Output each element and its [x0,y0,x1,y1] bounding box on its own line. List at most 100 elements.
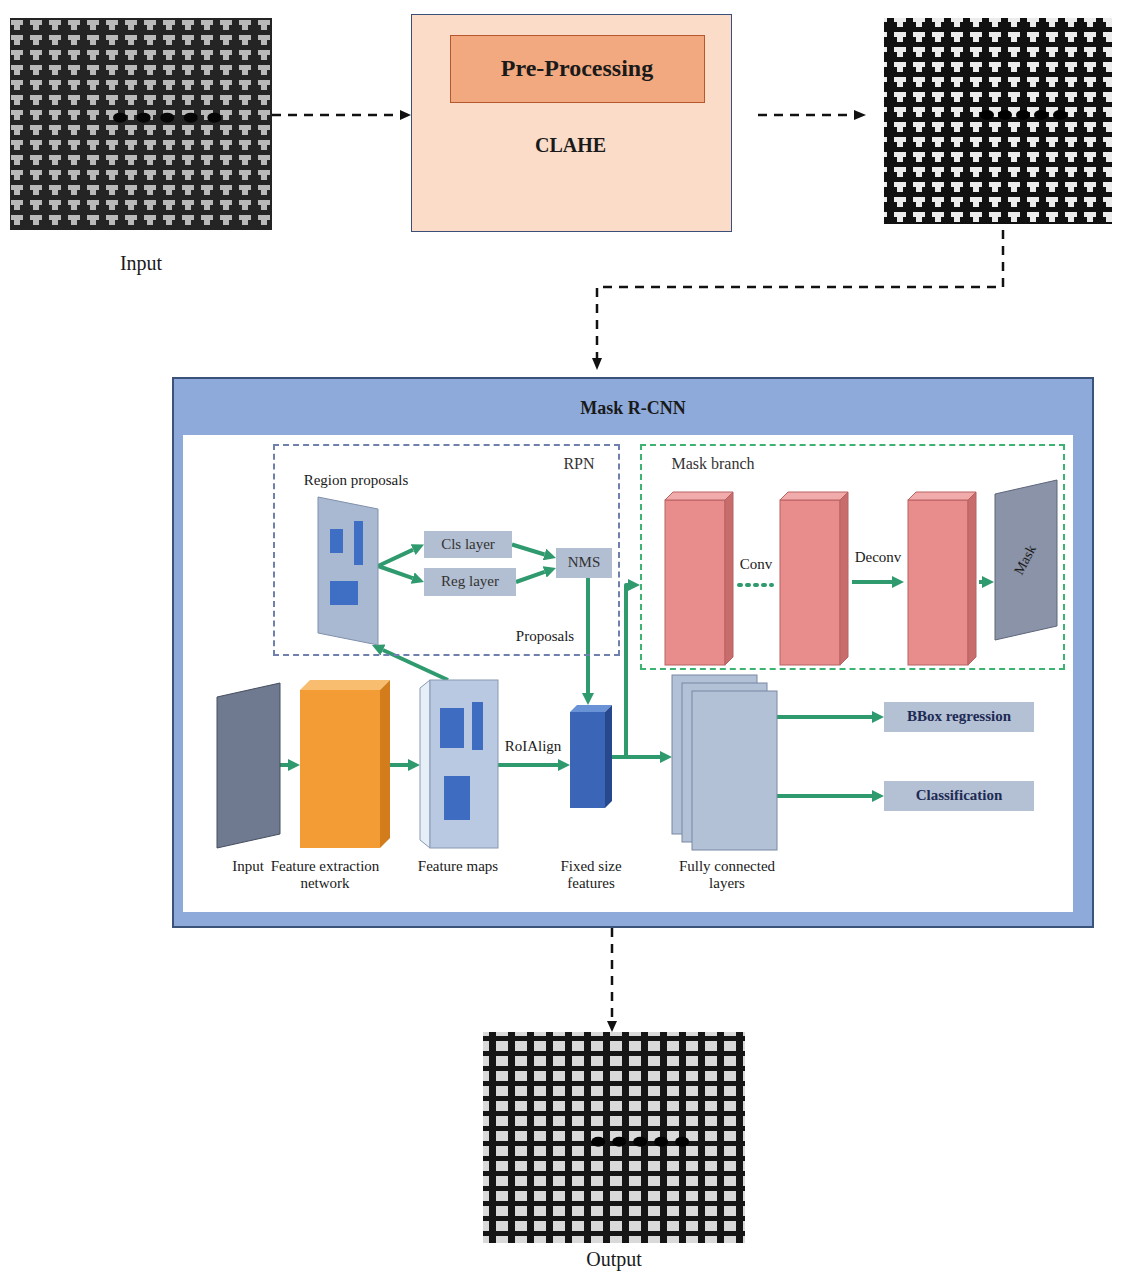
defect-spot [980,110,994,120]
connector [272,114,400,117]
connector [516,572,545,582]
defect-spot [591,1137,605,1147]
proposal-map: Region proposals [318,497,378,645]
connector [586,578,590,693]
node-label: BBox regression [907,708,1011,725]
box3d-shape [300,680,390,848]
backbone-block: Feature extraction network [300,680,390,848]
defect-spot [137,113,151,123]
feature-region [440,708,464,748]
panel [217,683,280,848]
panel [318,497,378,645]
dashed-arrow [597,230,1003,358]
connector [612,755,660,759]
defect-spot [1053,110,1067,120]
processed-image [884,18,1112,224]
mask-rcnn-fill [172,377,1094,928]
fabric-texture [483,1032,745,1243]
box-top [300,680,390,690]
preprocess-fill [411,14,732,232]
defect-spot [1016,110,1030,120]
paraR-shape [217,683,280,848]
proposal-region [330,581,358,605]
fabric-texture [884,18,1112,224]
rpn-group: RPNRegion proposalsCls layerReg layerNMS [273,444,620,656]
conv-layer [780,492,848,665]
node-label: Input [81,252,201,275]
edge-label: RoIAlign [503,738,564,755]
box-top [570,705,612,712]
fmap-shape [420,680,498,848]
fabric-texture [10,18,272,230]
node-label: Classification [916,787,1003,804]
box-fill [556,548,612,578]
connector [611,928,614,1021]
box-front [300,690,380,848]
mask-branch-group: Mask branchMask [640,444,1065,670]
paraL-shape [318,497,378,645]
node-label: Cls layer [441,536,495,553]
dashed-arrow [758,114,854,117]
node-label: RPN [549,455,609,473]
conv-layer [665,492,733,665]
img-shape [483,1032,745,1243]
box-fill [884,781,1034,811]
defect-spot [184,113,198,123]
edge-label: Proposals [514,628,576,645]
defect-spot [633,1137,647,1147]
stack-shape [672,675,777,850]
defect-spot [113,113,127,123]
box3d-shape [570,705,612,808]
defect-spot [207,113,221,123]
node-label: Region proposals [281,472,431,489]
node-label: NMS [568,554,601,571]
connector [777,715,872,719]
node-label: CLAHE [471,134,671,157]
map-face [430,680,498,848]
output-head: Classification [884,781,1034,811]
box-fill [884,702,1034,732]
map-edge [420,680,430,848]
connector [512,545,545,555]
layer-label: Conv [740,556,773,573]
deconv-layer [908,492,976,665]
connector [390,763,408,767]
feature-map: Feature maps [420,680,498,848]
model-container: Mask R-CNNRPNRegion proposalsCls layerRe… [172,377,1094,928]
roi-feature: Fixed size features [570,705,612,808]
image-node: Input [10,18,272,230]
defect-spot [612,1137,626,1147]
panel [995,480,1057,640]
fc-panel [692,691,777,850]
node-label: Fixed size features [549,858,634,893]
node-label: Mask R-CNN [483,398,783,419]
nms-box: NMS [556,548,612,578]
box-front [570,712,605,808]
inner-panel [183,435,1073,912]
box-fill [424,531,512,558]
connector [777,794,872,798]
image-node: Output [483,1032,745,1243]
defect-spot [160,113,174,123]
flow-arrow [852,580,892,584]
defect-spot [675,1137,689,1147]
dotted-link [739,583,772,587]
connector [378,566,413,578]
node-label: Mask branch [643,455,783,473]
layer-box: Reg layer [424,568,516,596]
node-label: Output [554,1248,674,1271]
connector [612,585,628,757]
connector [378,550,413,566]
fc-stack: Fully connected layers [672,675,777,850]
img-shape [10,18,272,230]
layer-label: Deconv [855,549,902,566]
process-box: CLAHE Pre-Processing [411,14,732,232]
node-label: Feature maps [408,858,508,875]
mask-output: Mask [995,480,1057,640]
node-label: Pre-Processing [501,55,653,83]
box-side [380,680,390,848]
proposal-region [354,521,363,565]
node-label: Reg layer [441,573,499,590]
flow-arrow [979,580,982,584]
